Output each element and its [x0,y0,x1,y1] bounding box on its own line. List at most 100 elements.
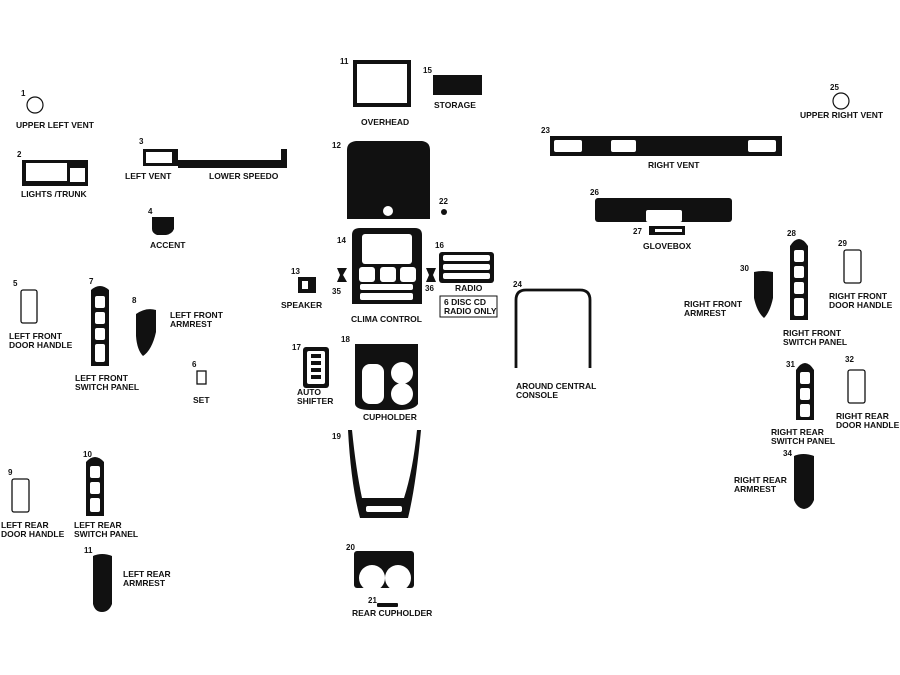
part-11-armrest-shape [93,554,112,612]
part-num-2: 2 [17,150,22,159]
part-17-auto-shifter-shape [303,347,329,388]
part-num-11b: 11 [340,57,349,66]
part-1-upper-left-vent-shape [26,96,44,114]
label-set: SET [193,395,210,405]
part-num-21: 21 [368,596,377,605]
part-8-armrest-shape [136,309,156,356]
label-left-vent: LEFT VENT [125,171,172,181]
part-13-speaker-shape [298,277,316,293]
part-9-door-handle-shape [11,478,30,513]
note-line-2: RADIO ONLY [444,306,497,316]
part-22-shape [441,209,447,215]
part-num-16: 16 [435,241,444,250]
part-num-22: 22 [439,197,448,206]
part-num-12: 12 [332,141,341,150]
part-numbers: 1 2 3 4 5 6 7 8 9 10 11 11 12 13 14 15 1… [8,57,854,605]
label-storage: STORAGE [434,100,476,110]
label-lower-speedo: LOWER SPEEDO [209,171,279,181]
label-lights-trunk: LIGHTS /TRUNK [21,189,87,199]
part-15-storage-shape [433,75,482,95]
part-num-29: 29 [838,239,847,248]
part-num-8: 8 [132,296,137,305]
part-34-armrest-shape [794,454,814,509]
part-labels: UPPER LEFT VENT LIGHTS /TRUNK LEFT VENT … [1,100,900,618]
part-num-3: 3 [139,137,144,146]
part-num-1: 1 [21,89,26,98]
label-clima-control: CLIMA CONTROL [351,314,422,324]
part-num-27: 27 [633,227,642,236]
part-num-6: 6 [192,360,197,369]
part-num-31: 31 [786,360,795,369]
part-14-clima-control-shape [352,228,422,304]
part-3-left-vent-shape [143,149,178,166]
part-num-36: 36 [425,284,434,293]
part-23-right-vent-shape [550,136,782,156]
part-32-door-handle-shape [847,369,866,404]
part-19-console-shape [348,430,421,518]
part-30-armrest-shape [754,271,773,318]
part-16-radio-shape [439,252,494,283]
part-26-cutout [646,210,682,222]
part-num-17: 17 [292,343,301,352]
part-num-11a: 11 [84,546,93,555]
part-num-7: 7 [89,277,94,286]
part-num-9: 9 [8,468,13,477]
label-glovebox: GLOVEBOX [643,241,692,251]
part-2-lights-trunk-shape [22,160,88,186]
part-7-switch-panel-shape [91,286,109,366]
part-num-23: 23 [541,126,550,135]
part-6-set-shape [196,370,207,385]
part-num-19: 19 [332,432,341,441]
part-24-around-console-shape [514,288,592,368]
part-num-34: 34 [783,449,792,458]
part-12-panel-shape [347,141,430,219]
part-11-overhead-shape [353,60,411,107]
part-num-30: 30 [740,264,749,273]
part-num-10: 10 [83,450,92,459]
note-box [439,295,498,318]
part-5-door-handle-shape [20,289,38,324]
part-3-lower-speedo-shape [178,149,287,168]
part-29-door-handle-shape [843,249,862,284]
part-num-13: 13 [291,267,300,276]
part-num-18: 18 [341,335,350,344]
label-right-vent: RIGHT VENT [648,160,700,170]
label-cupholder: CUPHOLDER [363,412,417,422]
part-num-26: 26 [590,188,599,197]
label-rear-cupholder: REAR CUPHOLDER [352,608,432,618]
part-num-20: 20 [346,543,355,552]
label-accent: ACCENT [150,240,186,250]
part-4-accent-shape [152,217,174,235]
part-num-14: 14 [337,236,346,245]
part-10-switch-panel-shape [86,457,104,516]
part-18-cupholder-shape [355,344,418,410]
part-num-5: 5 [13,279,18,288]
part-21-shape [377,603,398,607]
part-num-24: 24 [513,280,522,289]
part-28-switch-panel-shape [790,239,808,320]
part-35-shape [337,268,347,282]
label-speaker: SPEAKER [281,300,322,310]
label-overhead: OVERHEAD [361,117,409,127]
part-36-shape [426,268,436,282]
note-line-1: 6 DISC CD [444,297,486,307]
label-radio: RADIO [455,283,483,293]
part-num-4: 4 [148,207,153,216]
part-num-32: 32 [845,355,854,364]
part-27-glovebox-shape [649,226,685,235]
part-num-15: 15 [423,66,432,75]
part-31-switch-panel-shape [796,363,814,420]
